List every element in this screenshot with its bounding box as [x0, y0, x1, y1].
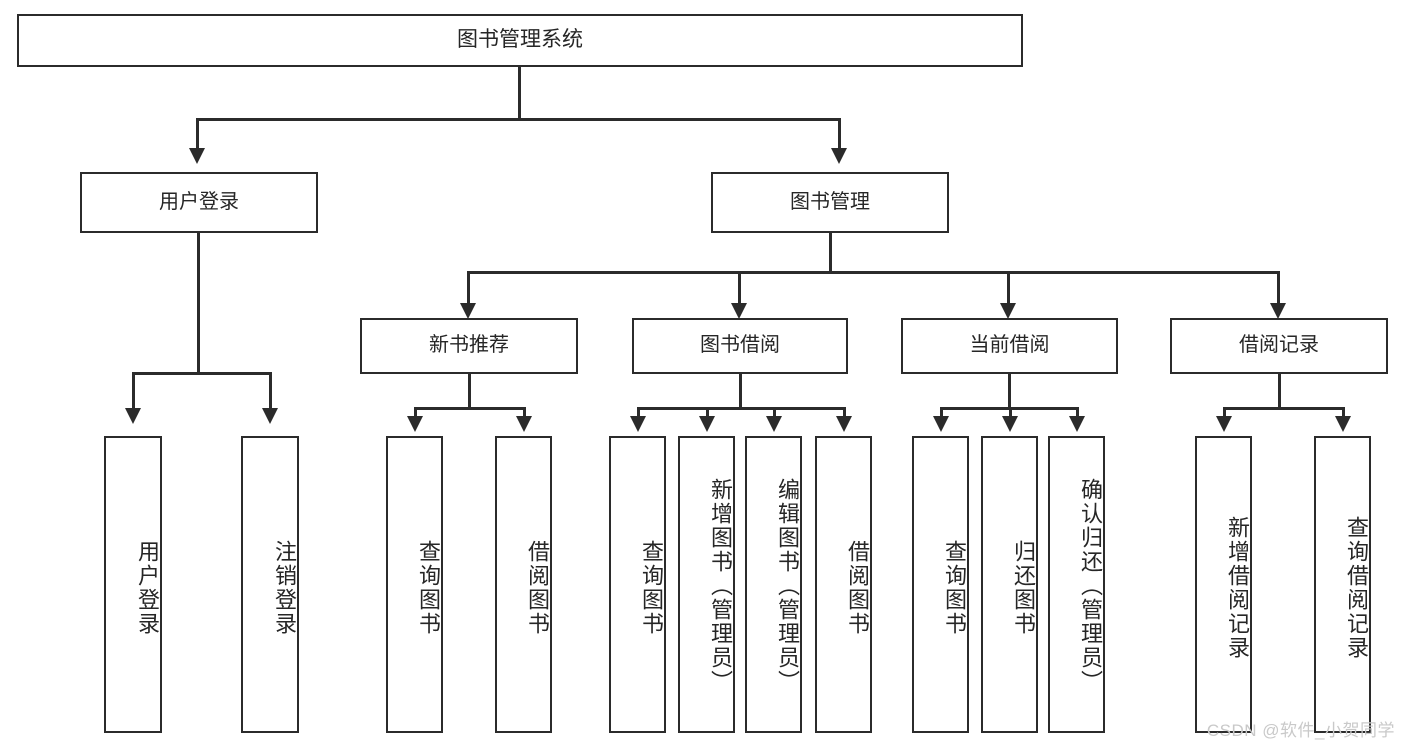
leaf-query-book-1[interactable]: 查询图书 [386, 436, 443, 733]
connector-drop-return-book [1009, 407, 1012, 420]
connector-drop-query-book-3 [940, 407, 943, 420]
arrow-edit-book [766, 416, 782, 432]
connector-drop-confirm-return [1076, 407, 1079, 420]
connector-drop-query-record [1342, 407, 1345, 420]
leaf-query-record[interactable]: 查询借阅记录 [1314, 436, 1371, 733]
connector-drop-query-book-2 [637, 407, 640, 420]
arrow-borrow-book-1 [516, 416, 532, 432]
node-new-book-rec[interactable]: 新书推荐 [360, 318, 578, 374]
connector-current-borrow-stem [1008, 374, 1011, 410]
connector-borrow-record-bus [1223, 407, 1344, 410]
node-borrow-record[interactable]: 借阅记录 [1170, 318, 1388, 374]
node-current-borrow[interactable]: 当前借阅 [901, 318, 1118, 374]
arrow-borrow-book-2 [836, 416, 852, 432]
arrow-return-book [1002, 416, 1018, 432]
node-book-manage[interactable]: 图书管理 [711, 172, 949, 233]
arrow-book-manage [831, 148, 847, 164]
connector-book-manage-bus [467, 271, 1280, 274]
node-book-borrow[interactable]: 图书借阅 [632, 318, 848, 374]
connector-drop-new-book-rec [467, 271, 470, 307]
arrow-query-record [1335, 416, 1351, 432]
leaf-logout[interactable]: 注销登录 [241, 436, 299, 733]
arrow-confirm-return [1069, 416, 1085, 432]
connector-drop-borrow-book-1 [523, 407, 526, 420]
leaf-user-login[interactable]: 用户登录 [104, 436, 162, 733]
leaf-confirm-return[interactable]: 确认归还（管理员） [1048, 436, 1105, 733]
connector-borrow-record-stem [1278, 374, 1281, 410]
connector-root-stem [518, 67, 521, 120]
arrow-leaf-logout [262, 408, 278, 424]
connector-drop-edit-book [773, 407, 776, 420]
leaf-add-record[interactable]: 新增借阅记录 [1195, 436, 1252, 733]
connector-book-manage-stem [829, 233, 832, 274]
connector-drop-leaf-logout [269, 372, 272, 412]
connector-root-bus [196, 118, 841, 121]
arrow-book-borrow [731, 303, 747, 319]
arrow-leaf-user-login [125, 408, 141, 424]
arrow-borrow-record [1270, 303, 1286, 319]
arrow-query-book-1 [407, 416, 423, 432]
connector-drop-book-manage [838, 118, 841, 151]
leaf-borrow-book-1[interactable]: 借阅图书 [495, 436, 552, 733]
csdn-watermark: CSDN @软件_小贺同学 [1206, 721, 1395, 740]
leaf-query-book-2[interactable]: 查询图书 [609, 436, 666, 733]
connector-drop-borrow-record [1277, 271, 1280, 307]
arrow-current-borrow [1000, 303, 1016, 319]
connector-drop-user-login [196, 118, 199, 151]
leaf-edit-book[interactable]: 编辑图书（管理员） [745, 436, 802, 733]
node-root[interactable]: 图书管理系统 [17, 14, 1023, 67]
leaf-query-book-3[interactable]: 查询图书 [912, 436, 969, 733]
connector-user-login-bus [132, 372, 272, 375]
connector-drop-book-borrow [738, 271, 741, 307]
arrow-add-book [699, 416, 715, 432]
connector-drop-add-book [706, 407, 709, 420]
connector-drop-query-book-1 [414, 407, 417, 420]
connector-drop-leaf-user-login [132, 372, 135, 412]
connector-drop-current-borrow [1007, 271, 1010, 307]
connector-new-book-rec-bus [414, 407, 526, 410]
connector-user-login-stem [197, 233, 200, 374]
connector-book-borrow-bus [637, 407, 846, 410]
arrow-query-book-2 [630, 416, 646, 432]
leaf-return-book[interactable]: 归还图书 [981, 436, 1038, 733]
leaf-add-book[interactable]: 新增图书（管理员） [678, 436, 735, 733]
connector-new-book-rec-stem [468, 374, 471, 410]
node-user-login[interactable]: 用户登录 [80, 172, 318, 233]
arrow-new-book-rec [460, 303, 476, 319]
arrow-user-login [189, 148, 205, 164]
arrow-query-book-3 [933, 416, 949, 432]
connector-drop-borrow-book-2 [843, 407, 846, 420]
connector-drop-add-record [1223, 407, 1226, 420]
arrow-add-record [1216, 416, 1232, 432]
leaf-borrow-book-2[interactable]: 借阅图书 [815, 436, 872, 733]
connector-book-borrow-stem [739, 374, 742, 410]
